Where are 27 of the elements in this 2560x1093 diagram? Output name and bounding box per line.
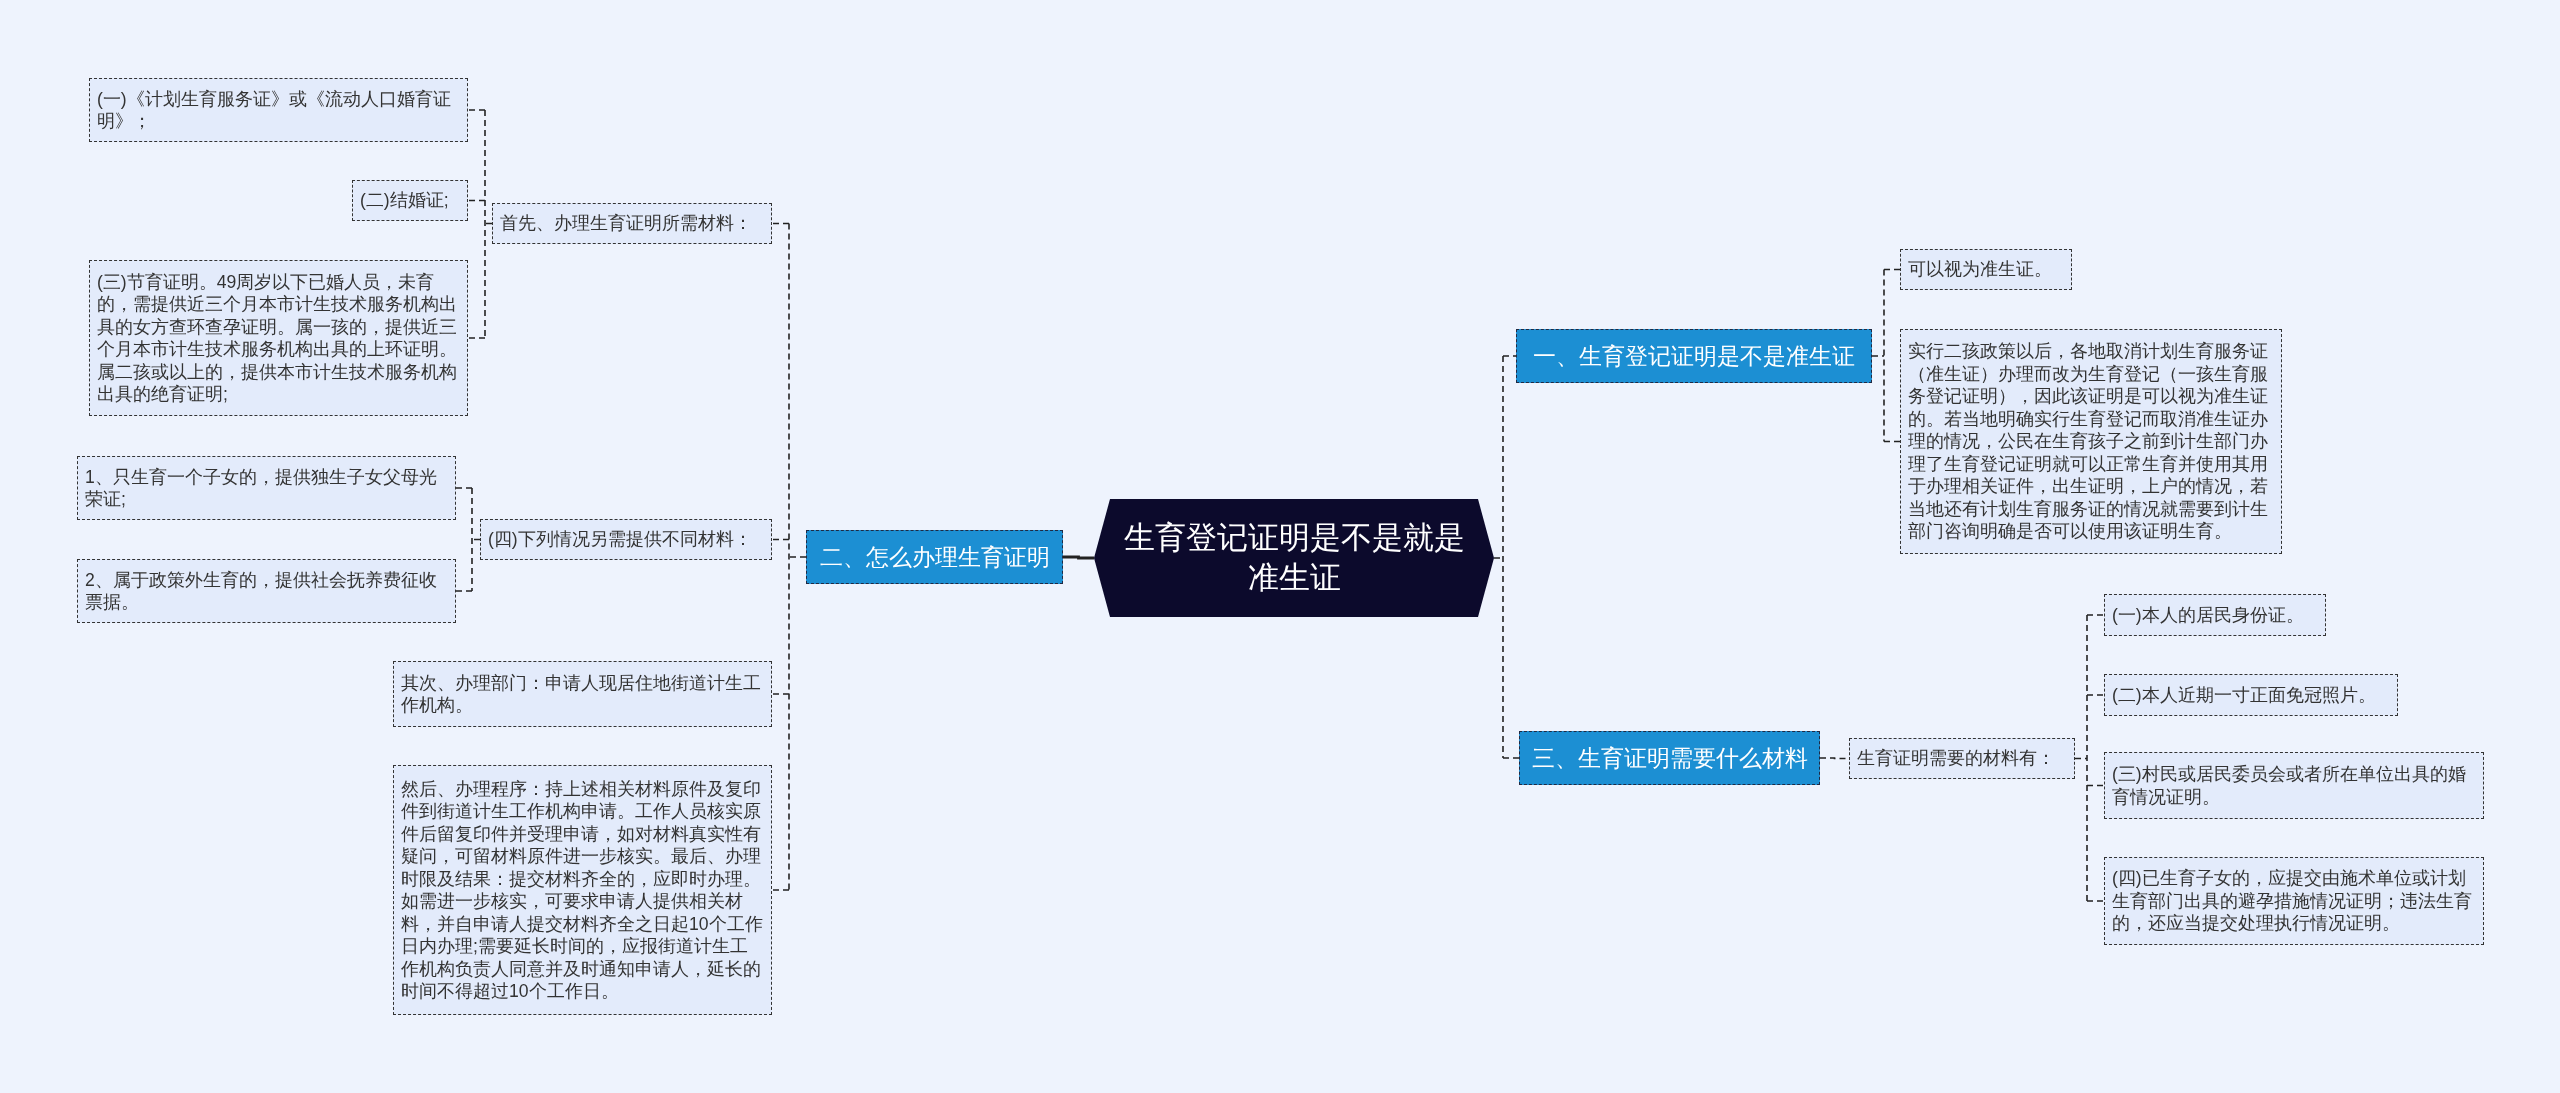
note-box: (二)本人近期一寸正面免冠照片。 <box>2104 674 2398 716</box>
note-box: 其次、办理部门：申请人现居住地街道计生工作机构。 <box>393 661 772 727</box>
note-box: 然后、办理程序：持上述相关材料原件及复印件到街道计生工作机构申请。工作人员核实原件后留复印件并受理申请，如对材料真实性有疑问，可留材料原件进一步核实。最后、办理时限及结果：提交材料齐全的，应即时办理。如需进一步核实，可要求申请人提供相关材料，并自申请人提交材料齐全之日起10个工作日内办理;需要延长时间的，应报街道计生工作机构负责人同意并及时通知申请人，延长的时间不得超过10个工作日。 <box>393 765 772 1015</box>
note-box: 首先、办理生育证明所需材料： <box>492 203 772 244</box>
topic-box: 二、怎么办理生育证明 <box>806 530 1063 584</box>
note-box: 可以视为准生证。 <box>1900 249 2072 290</box>
central-topic: 生育登记证明是不是就是准生证 <box>1094 499 1494 617</box>
note-box: (二)结婚证; <box>352 180 468 221</box>
note-box: (一)本人的居民身份证。 <box>2104 594 2326 636</box>
topic-box: 一、生育登记证明是不是准生证 <box>1516 329 1872 383</box>
note-box: 2、属于政策外生育的，提供社会抚养费征收票据。 <box>77 559 456 623</box>
connector-line <box>1063 555 1094 560</box>
connector-line <box>455 487 481 592</box>
note-box: (三)节育证明。49周岁以下已婚人员，未育的，需提供近三个月本市计生技术服务机构出具的女方查环查孕证明。属一孩的，提供近三个月本市计生技术服务机构出具的上环证明。属二孩或以上的，提供本市计生技术服务机构出具的绝育证明; <box>89 260 468 416</box>
note-box: 生育证明需要的材料有： <box>1849 738 2075 779</box>
topic-box: 三、生育证明需要什么材料 <box>1519 731 1820 785</box>
connector-line <box>2074 614 2105 902</box>
note-box: (一)《计划生育服务证》或《流动人口婚育证明》； <box>89 78 468 142</box>
note-box: 1、只生育一个子女的，提供独生子女父母光荣证; <box>77 456 456 520</box>
connector-line <box>771 222 807 891</box>
note-box: 实行二孩政策以后，各地取消计划生育服务证（准生证）办理而改为生育登记（一孩生育服务登记证明），因此该证明是可以视为准生证的。若当地明确实行生育登记而取消准生证办理的情况，公民在生育孩子之前到计生部门办理了生育登记证明就可以正常生育并使用其用于办理相关证件，出生证明，上户的情况，若当地还有计划生育服务证的情况就需要到计生部门咨询明确是否可以使用该证明生育。 <box>1900 329 2282 554</box>
connector-line <box>1493 355 1520 759</box>
note-box: (四)下列情况另需提供不同材料： <box>480 519 772 560</box>
connector-line <box>1871 268 1901 443</box>
note-box: (四)已生育子女的，应提交由施术单位或计划生育部门出具的避孕措施情况证明；违法生育的，还应当提交处理执行情况证明。 <box>2104 857 2484 945</box>
note-box: (三)村民或居民委员会或者所在单位出具的婚育情况证明。 <box>2104 752 2484 819</box>
connector-line <box>467 109 493 339</box>
